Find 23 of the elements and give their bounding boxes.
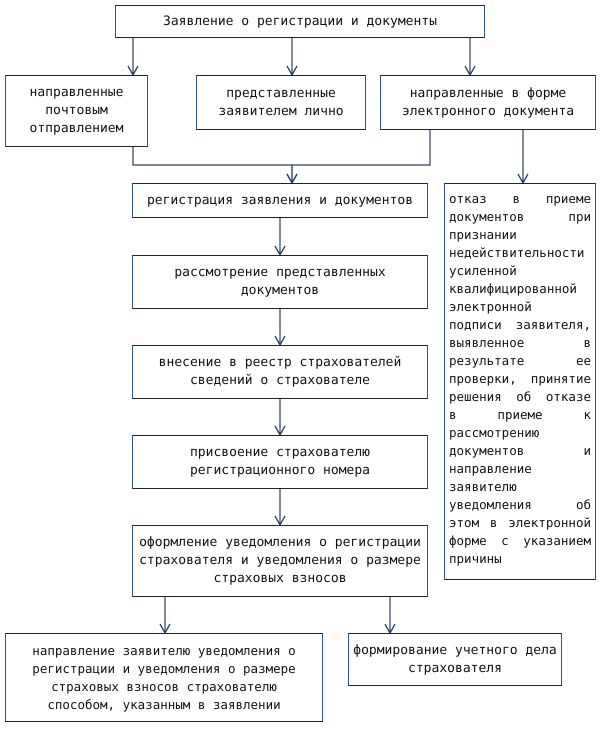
arrow <box>274 309 286 346</box>
arrow <box>517 130 529 184</box>
arrow <box>274 489 286 526</box>
arrow <box>384 597 396 634</box>
process-box: представленные заявителем лично <box>196 75 366 130</box>
process-box: регистрация заявления и документов <box>132 183 428 218</box>
arrow <box>274 218 286 256</box>
process-box: оформление уведомления о регистрации страхователя и уведомления о размере страховых взносов <box>132 525 428 597</box>
arrow <box>274 399 286 436</box>
process-box: рассмотрение представленных документов <box>132 255 428 309</box>
rejection-box: отказ в приеме документов при признании недействительности усиленной квалифицированной электронной подписи заявителя, выявленное в результате ее проверки, принятие решения об отказе в приеме к рассмотрению документов и направление заявителю уведомления об этом в электронной форме с указанием причины <box>444 183 596 580</box>
process-box: направленные почтовым отправлением <box>5 75 148 147</box>
process-box: формирование учетного дела страхователя <box>348 633 562 686</box>
process-box: внесение в реестр страхователей сведений о страхователе <box>132 345 428 399</box>
process-box: Заявление о регистрации и документы <box>115 5 485 38</box>
arrow <box>127 38 139 76</box>
process-box: присвоение страхователю регистрационного номера <box>132 435 428 489</box>
process-box: направление заявителю уведомления о регистрации и уведомления о размере страховых взносов страхователю способом, указанным в заявлении <box>5 633 323 722</box>
arrow <box>286 38 298 76</box>
process-box: направленные в форме электронного документа <box>380 75 596 130</box>
arrow <box>286 130 431 184</box>
arrow <box>464 38 476 76</box>
arrow <box>159 597 171 634</box>
